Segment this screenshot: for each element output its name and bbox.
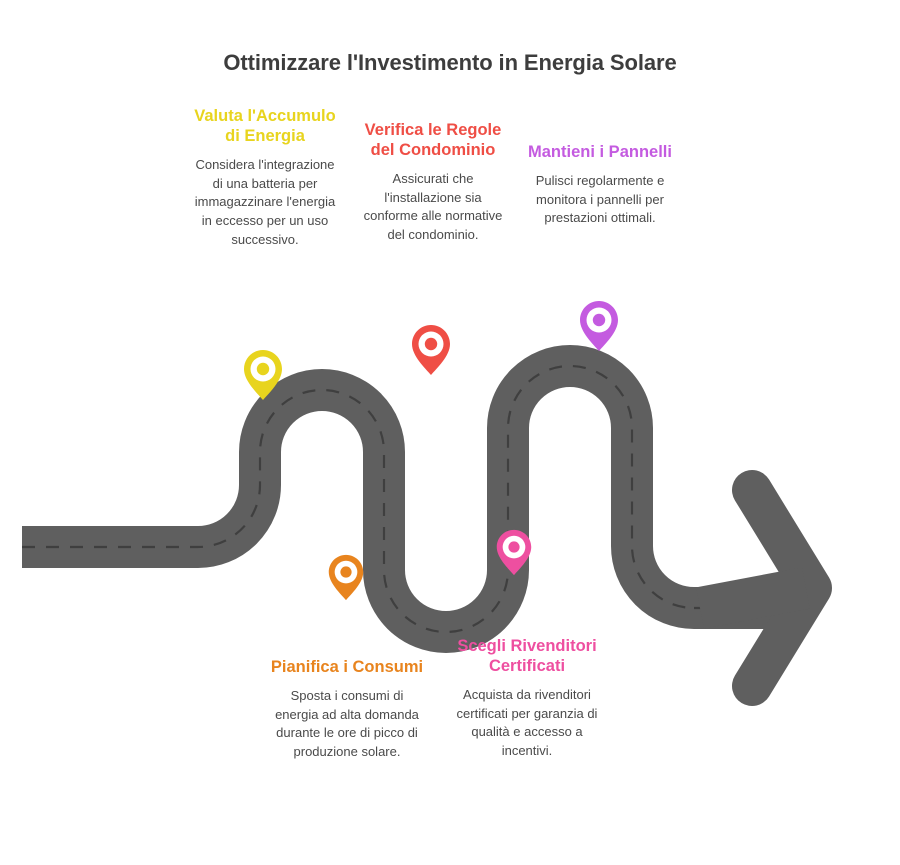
step-heading: Valuta l'Accumulo di Energia (194, 107, 336, 146)
step-heading: Pianifica i Consumi (270, 658, 424, 676)
page-title: Ottimizzare l'Investimento in Energia So… (223, 50, 677, 75)
step-heading: Mantieni i Pannelli (528, 143, 672, 161)
step-block-valuta-accumulo-energia: Valuta l'Accumulo di Energia Considera l… (190, 106, 340, 249)
step-body: Considera l'integrazione di una batteria… (194, 157, 336, 247)
road-center-dashes (22, 364, 800, 634)
map-pin-icon-step-5[interactable] (494, 528, 534, 577)
step-body: Acquista da rivenditori certificati per … (456, 687, 598, 758)
step-block-scegli-rivenditori-certificati: Scegli Rivenditori Certificati Acquista … (456, 636, 598, 761)
step-body: Sposta i consumi di energia ad alta doma… (275, 688, 419, 759)
step-body: Assicurati che l'installazione sia confo… (363, 171, 503, 242)
road-surface (22, 345, 800, 653)
map-pin-icon-step-2[interactable] (409, 323, 453, 377)
step-heading: Scegli Rivenditori Certificati (457, 637, 597, 676)
arrow-right-shaft (696, 567, 810, 629)
map-pin-icon-step-3[interactable] (577, 299, 621, 353)
map-pin-icon-step-1[interactable] (241, 348, 285, 402)
step-body: Pulisci regolarmente e monitora i pannel… (535, 173, 665, 226)
step-block-verifica-regole-condominio: Verifica le Regole del Condominio Assicu… (362, 120, 504, 245)
step-heading: Verifica le Regole del Condominio (364, 121, 502, 160)
step-block-mantieni-pannelli: Mantieni i Pannelli Pulisci regolarmente… (520, 142, 680, 228)
arrow-right-icon (732, 470, 832, 706)
map-pin-icon-step-4[interactable] (326, 553, 366, 602)
step-block-pianifica-consumi: Pianifica i Consumi Sposta i consumi di … (268, 657, 426, 761)
